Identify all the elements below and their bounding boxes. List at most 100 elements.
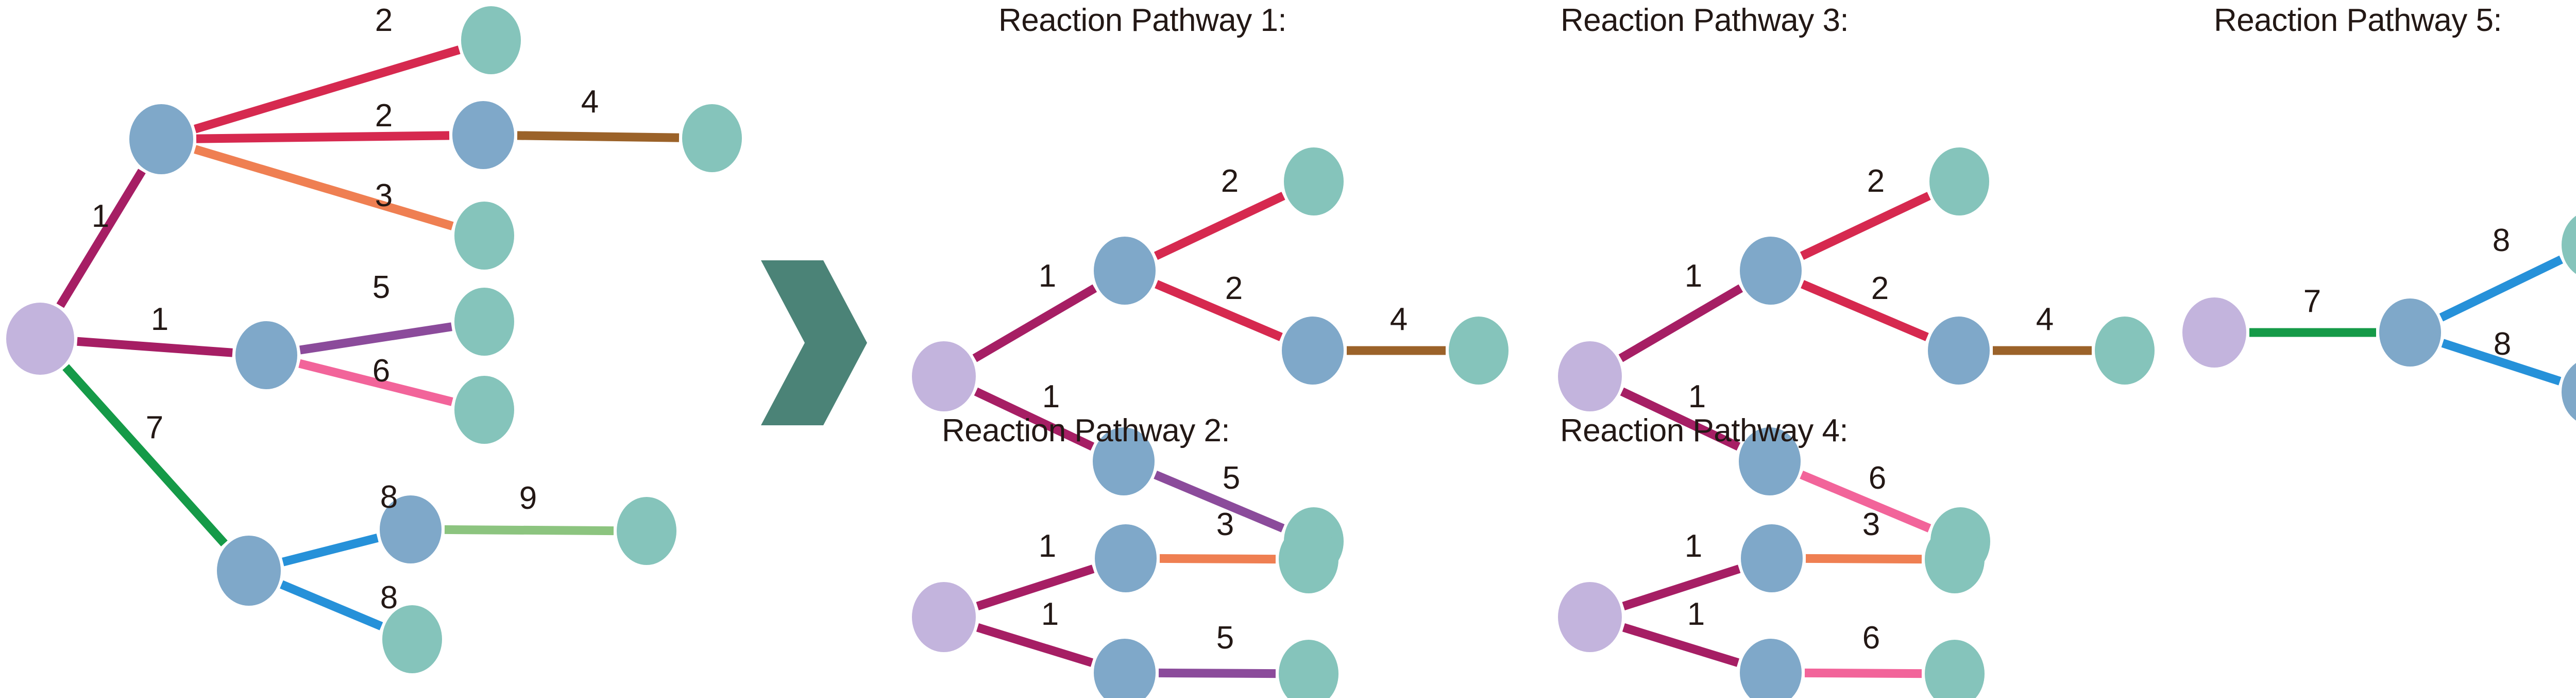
edge-weight-label: 1 bbox=[1039, 258, 1056, 294]
graph-node-leaf[interactable] bbox=[1929, 147, 1989, 215]
graph-node-intermediate[interactable] bbox=[1740, 639, 1802, 698]
graph-edge bbox=[976, 564, 1095, 611]
pathway-title-p5: Reaction Pathway 5: bbox=[2214, 3, 2502, 38]
edge-weight-label: 8 bbox=[380, 580, 398, 616]
edge-labels-group: 117223456889112254113511226411367889 bbox=[92, 3, 2511, 656]
graph-edge bbox=[2439, 255, 2563, 322]
edge-weight-label: 1 bbox=[1041, 596, 1059, 632]
graph-edge bbox=[1154, 192, 1285, 260]
graph-node-intermediate[interactable] bbox=[1740, 237, 1802, 305]
chevron-right-arrow bbox=[761, 260, 867, 425]
graph-node-root[interactable] bbox=[6, 303, 74, 375]
graph-edge bbox=[1801, 280, 1929, 341]
graph-edge bbox=[444, 525, 614, 536]
edge-weight-label: 2 bbox=[1867, 163, 1885, 199]
edge-weight-label: 5 bbox=[1223, 460, 1240, 496]
graph-edge bbox=[1159, 554, 1276, 564]
graph-edge bbox=[298, 359, 453, 406]
edge-weight-label: 8 bbox=[2493, 223, 2510, 258]
pathway-title-p2: Reaction Pathway 2: bbox=[942, 413, 1230, 448]
graph-node-intermediate[interactable] bbox=[1741, 524, 1803, 592]
graph-node-root[interactable] bbox=[1558, 582, 1622, 652]
edge-weight-label: 1 bbox=[1685, 528, 1702, 564]
graph-node-intermediate[interactable] bbox=[1282, 317, 1344, 385]
nodes-group bbox=[6, 6, 2576, 698]
graph-node-intermediate[interactable] bbox=[2379, 298, 2441, 367]
graph-node-leaf[interactable] bbox=[1925, 525, 1985, 593]
edge-weight-label: 2 bbox=[1225, 271, 1243, 306]
edge-weight-label: 5 bbox=[1216, 620, 1234, 656]
graph-edge bbox=[196, 131, 450, 143]
graph-node-leaf[interactable] bbox=[454, 288, 514, 356]
graph-node-leaf[interactable] bbox=[2562, 211, 2576, 279]
graph-node-intermediate[interactable] bbox=[1739, 427, 1801, 495]
edge-weight-label: 7 bbox=[146, 410, 163, 445]
graph-node-intermediate[interactable] bbox=[380, 495, 442, 563]
edge-weight-label: 4 bbox=[1390, 302, 1408, 337]
graph-edge bbox=[194, 45, 461, 134]
graph-node-intermediate[interactable] bbox=[1094, 639, 1156, 698]
graph-node-leaf[interactable] bbox=[454, 202, 514, 270]
graph-node-leaf[interactable] bbox=[1279, 525, 1338, 593]
edge-weight-label: 2 bbox=[1871, 271, 1889, 306]
edge-weight-label: 2 bbox=[375, 3, 393, 38]
graph-node-intermediate[interactable] bbox=[235, 321, 297, 389]
edge-weight-label: 5 bbox=[372, 270, 390, 305]
graph-node-leaf[interactable] bbox=[1284, 147, 1344, 215]
graph-edge bbox=[2441, 339, 2562, 386]
graph-node-leaf[interactable] bbox=[617, 497, 676, 565]
edge-weight-label: 1 bbox=[1042, 379, 1060, 414]
graph-node-leaf[interactable] bbox=[2095, 317, 2155, 385]
graph-node-intermediate[interactable] bbox=[129, 104, 193, 174]
graph-node-intermediate[interactable] bbox=[1095, 524, 1157, 592]
edge-weight-label: 2 bbox=[375, 98, 393, 134]
graph-node-leaf[interactable] bbox=[1279, 640, 1338, 698]
graph-node-intermediate[interactable] bbox=[2562, 358, 2576, 426]
graph-node-root[interactable] bbox=[912, 582, 976, 652]
graph-edge bbox=[299, 322, 452, 355]
edge-weight-label: 1 bbox=[92, 198, 109, 234]
graph-edge bbox=[517, 131, 680, 142]
graph-edge bbox=[194, 145, 454, 230]
graph-node-intermediate[interactable] bbox=[217, 536, 281, 606]
edge-weight-label: 4 bbox=[2036, 302, 2054, 337]
graph-edge bbox=[1622, 564, 1741, 611]
graph-node-intermediate[interactable] bbox=[452, 101, 514, 169]
graph-edge bbox=[77, 337, 233, 357]
graph-node-leaf[interactable] bbox=[382, 605, 442, 673]
graph-node-leaf[interactable] bbox=[682, 104, 742, 172]
edges-group bbox=[56, 45, 2563, 678]
edge-weight-label: 8 bbox=[2494, 326, 2511, 362]
graph-node-leaf[interactable] bbox=[1925, 640, 1985, 698]
graph-node-intermediate[interactable] bbox=[1928, 317, 1990, 385]
graph-edge bbox=[1620, 387, 1741, 451]
edge-weight-label: 6 bbox=[1869, 460, 1886, 496]
graph-edge bbox=[1800, 192, 1931, 260]
edge-weight-label: 8 bbox=[380, 479, 398, 515]
edge-weight-label: 2 bbox=[1221, 163, 1239, 199]
edge-weight-label: 1 bbox=[1688, 379, 1706, 414]
edge-weight-label: 3 bbox=[1862, 507, 1880, 542]
graph-node-leaf[interactable] bbox=[1449, 317, 1509, 385]
graph-edge bbox=[1154, 471, 1285, 533]
edge-weight-label: 1 bbox=[1685, 258, 1702, 294]
pathway-title-p1: Reaction Pathway 1: bbox=[998, 3, 1287, 38]
graph-edge bbox=[976, 623, 1093, 667]
edge-weight-label: 3 bbox=[375, 178, 393, 213]
graph-edge bbox=[1805, 554, 1922, 564]
graph-edge bbox=[1618, 284, 1743, 362]
edge-weight-label: 9 bbox=[519, 480, 537, 516]
graph-edge bbox=[1155, 280, 1283, 341]
graph-node-root[interactable] bbox=[1558, 341, 1622, 411]
graph-node-intermediate[interactable] bbox=[1093, 427, 1155, 495]
graph-edge bbox=[1622, 623, 1739, 667]
graph-node-leaf[interactable] bbox=[461, 6, 521, 74]
edge-weight-label: 1 bbox=[1687, 596, 1705, 632]
graph-node-intermediate[interactable] bbox=[1094, 237, 1156, 305]
graph-node-leaf[interactable] bbox=[454, 376, 514, 444]
graph-node-root[interactable] bbox=[2182, 297, 2246, 368]
graph-node-root[interactable] bbox=[912, 341, 976, 411]
edge-weight-label: 4 bbox=[581, 84, 599, 120]
edge-weight-label: 7 bbox=[2303, 284, 2321, 319]
